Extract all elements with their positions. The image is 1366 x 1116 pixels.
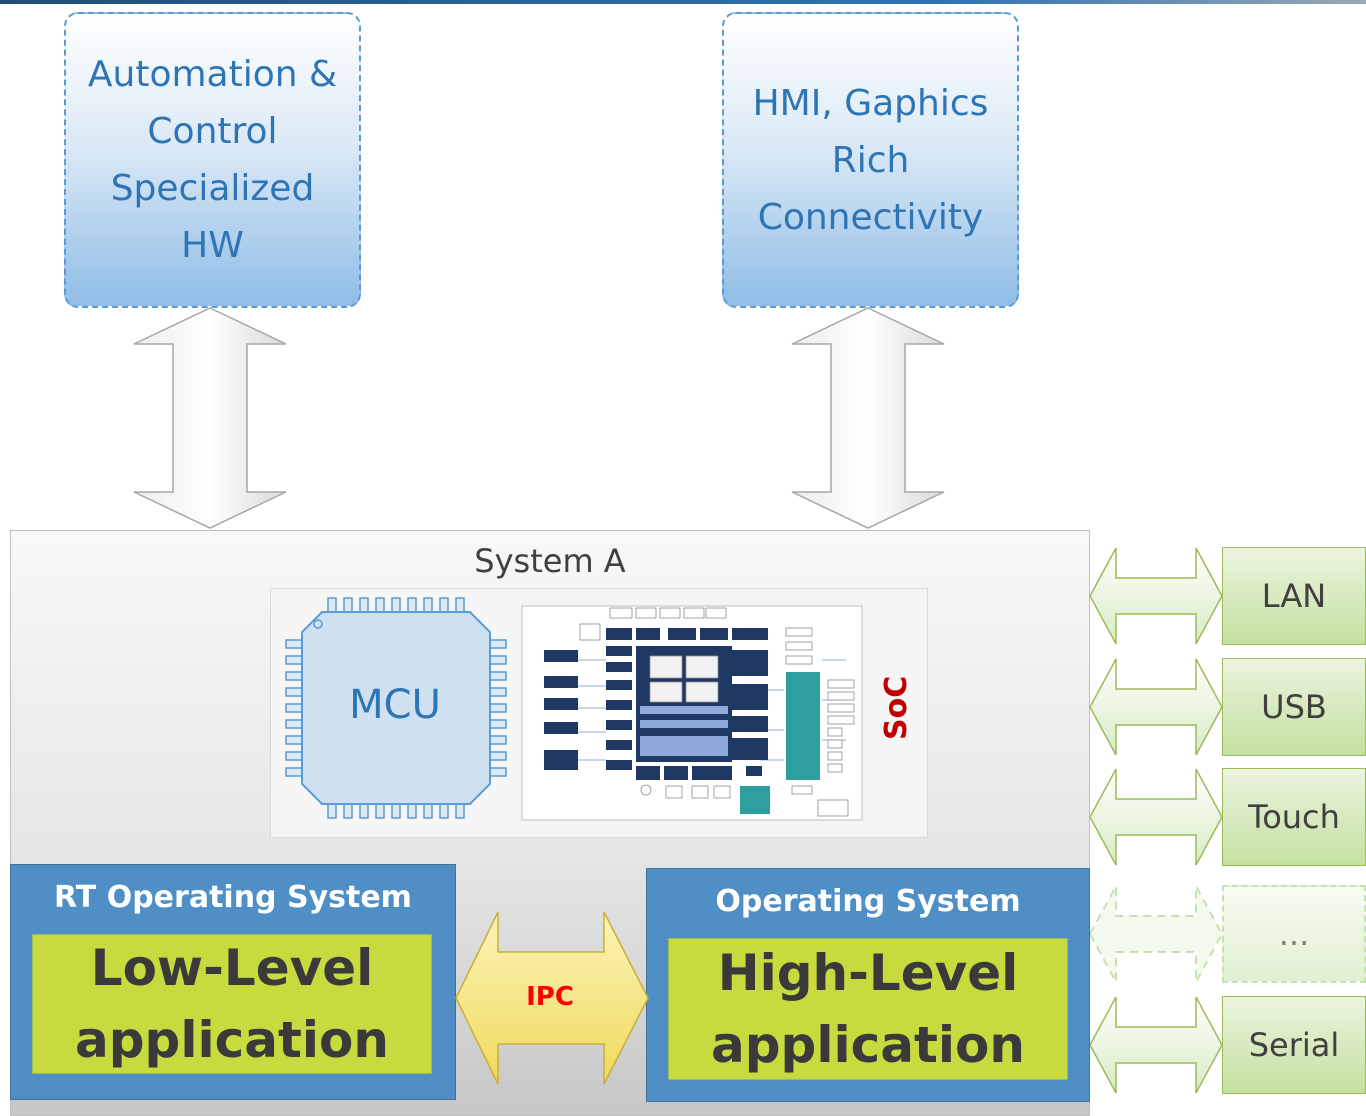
rtos-title: RT Operating System xyxy=(54,880,412,915)
top-banner-strip xyxy=(0,0,1366,4)
arrow-lan xyxy=(1089,547,1223,645)
arrow-serial xyxy=(1089,996,1223,1094)
low-level-app-box: Low-Level application xyxy=(32,934,432,1074)
arrow-touch xyxy=(1089,768,1223,866)
mcu-label: MCU xyxy=(349,682,441,728)
ipc-label: IPC xyxy=(526,982,574,1012)
interface-touch: Touch xyxy=(1222,768,1366,866)
os-title: Operating System xyxy=(715,884,1021,919)
interface-more: ... xyxy=(1222,885,1366,983)
cloud-hmi-connectivity: HMI, Gaphics Rich Connectivity xyxy=(722,12,1019,308)
mcu-chip-icon xyxy=(285,597,507,819)
interface-serial: Serial xyxy=(1222,996,1366,1094)
cloud-automation-control: Automation & Control Specialized HW xyxy=(64,12,361,308)
arrow-more xyxy=(1088,885,1224,983)
double-arrow-right-vertical xyxy=(791,307,945,529)
arrow-usb xyxy=(1089,658,1223,756)
soc-block-diagram-icon xyxy=(521,605,863,821)
double-arrow-left-vertical xyxy=(133,307,287,529)
soc-label: SoC xyxy=(879,675,914,740)
interface-lan: LAN xyxy=(1222,547,1366,645)
interface-arrows xyxy=(1088,547,1224,1094)
high-level-app-box: High-Level application xyxy=(668,938,1068,1080)
interface-usb: USB xyxy=(1222,658,1366,756)
system-a-title: System A xyxy=(474,542,626,580)
